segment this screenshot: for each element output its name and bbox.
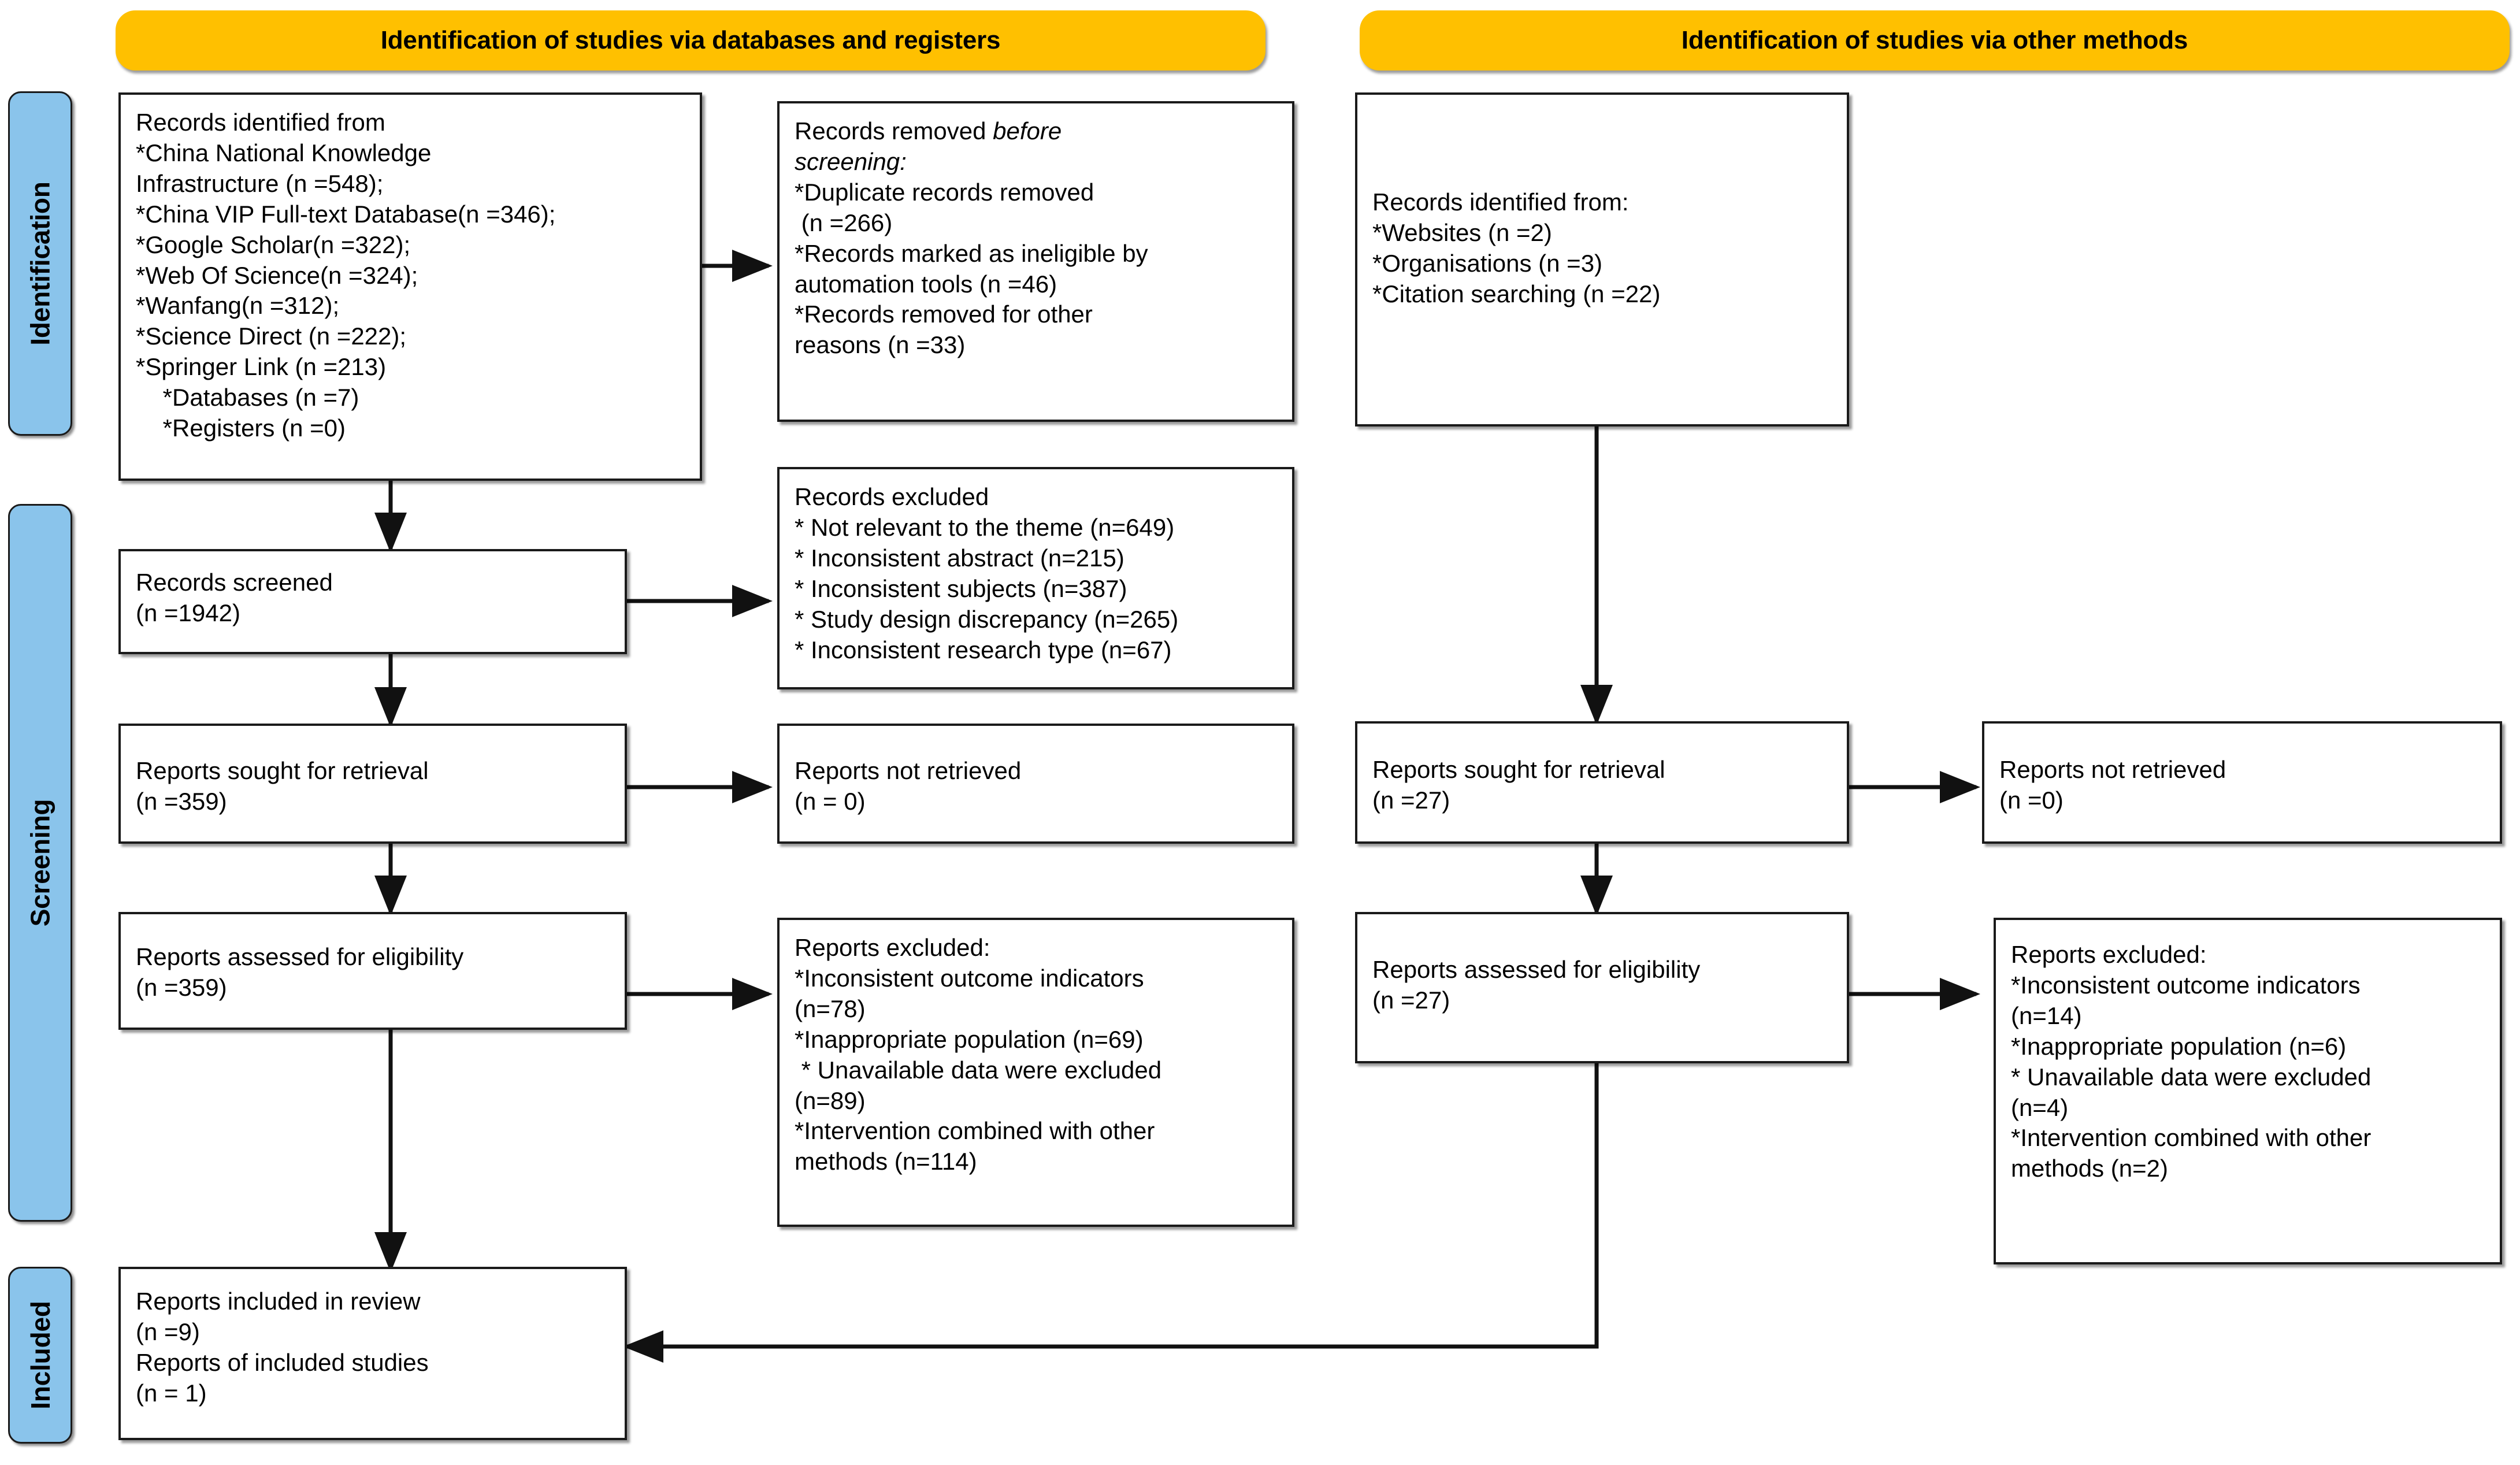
- box-line: Records removed before: [795, 116, 1281, 147]
- box-line: * Inconsistent subjects (n=387): [795, 574, 1127, 602]
- stage-label-identification-text: Identification: [25, 181, 55, 346]
- stage-label-included: Included: [8, 1267, 72, 1444]
- box-line: * Not relevant to the theme (n=649): [795, 513, 1175, 541]
- box-line: Reports not retrieved: [795, 757, 1022, 784]
- box-line: (n =9): [136, 1318, 200, 1345]
- stage-label-screening-text: Screening: [25, 799, 55, 927]
- box-line: Reports sought for retrieval: [136, 757, 429, 784]
- box-line: * Unavailable data were excluded: [2011, 1063, 2371, 1091]
- box-line: *China VIP Full-text Database(n =346);: [136, 200, 556, 228]
- box-line: Reports excluded:: [2011, 941, 2207, 968]
- box-line: * Unavailable data were excluded: [795, 1056, 1162, 1084]
- box-reports-excluded-databases: Reports excluded: *Inconsistent outcome …: [777, 918, 1294, 1227]
- box-line: (n =266): [795, 209, 893, 236]
- box-reports-not-retrieved-databases: Reports not retrieved (n = 0): [777, 724, 1294, 844]
- box-line: Reports sought for retrieval: [1372, 756, 1665, 783]
- box-line: automation tools (n =46): [795, 270, 1057, 298]
- box-line: (n=78): [795, 995, 866, 1022]
- box-reports-sought-databases: Reports sought for retrieval (n =359): [118, 724, 627, 844]
- box-line: * Inconsistent abstract (n=215): [795, 544, 1124, 572]
- box-line-text: Records removed: [795, 117, 993, 144]
- box-line: (n =1942): [136, 599, 240, 626]
- box-line: Reports not retrieved: [1999, 756, 2226, 783]
- box-records-identified-databases: Records identified from *China National …: [118, 92, 702, 481]
- stage-label-identification: Identification: [8, 91, 72, 436]
- box-records-screened: Records screened (n =1942): [118, 549, 627, 654]
- box-line: screening:: [795, 147, 907, 175]
- box-line: methods (n=2): [2011, 1155, 2168, 1182]
- box-line: (n =27): [1372, 986, 1450, 1014]
- box-line: *Web Of Science(n =324);: [136, 261, 418, 289]
- box-reports-excluded-other: Reports excluded: *Inconsistent outcome …: [1994, 918, 2502, 1264]
- stage-label-screening: Screening: [8, 504, 72, 1222]
- box-line: reasons (n =33): [795, 331, 966, 359]
- box-line: *Registers (n =0): [136, 414, 346, 442]
- box-line: Reports assessed for eligibility: [1372, 956, 1701, 983]
- box-reports-not-retrieved-other: Reports not retrieved (n =0): [1982, 721, 2502, 844]
- box-line: *Inappropriate population (n=69): [795, 1025, 1144, 1053]
- box-records-removed-before-screening: Records removed before screening: *Dupli…: [777, 101, 1294, 422]
- banner-other-label: Identification of studies via other meth…: [1681, 26, 2188, 54]
- box-line: *Citation searching (n =22): [1372, 280, 1661, 307]
- box-line: (n = 1): [136, 1379, 207, 1407]
- box-line: (n =27): [1372, 786, 1450, 814]
- box-line: *Organisations (n =3): [1372, 249, 1603, 277]
- box-line: (n = 0): [795, 787, 866, 815]
- box-line: Records identified from:: [1372, 188, 1629, 216]
- box-line: *Google Scholar(n =322);: [136, 231, 411, 258]
- box-line: (n =359): [136, 973, 227, 1001]
- box-line: *Wanfang(n =312);: [136, 292, 340, 320]
- box-line: methods (n=114): [795, 1148, 977, 1175]
- box-records-identified-other: Records identified from: *Websites (n =2…: [1355, 92, 1849, 426]
- box-reports-included-in-review: Reports included in review (n =9) Report…: [118, 1267, 627, 1440]
- box-line: *Inconsistent outcome indicators: [2011, 971, 2361, 999]
- box-line: Reports of included studies: [136, 1348, 429, 1376]
- box-line: Records screened: [136, 569, 333, 596]
- box-reports-assessed-other: Reports assessed for eligibility (n =27): [1355, 912, 1849, 1063]
- box-line: *Inconsistent outcome indicators: [795, 964, 1144, 992]
- box-line: (n =0): [1999, 786, 2063, 814]
- box-line: Reports excluded:: [795, 934, 990, 961]
- box-line: (n=89): [795, 1086, 866, 1114]
- box-line: * Inconsistent research type (n=67): [795, 636, 1172, 663]
- box-line: (n =359): [136, 787, 227, 815]
- box-line: Infrastructure (n =548);: [136, 169, 384, 197]
- box-line: Records identified from: [136, 109, 385, 136]
- box-line: Reports assessed for eligibility: [136, 943, 464, 970]
- box-reports-assessed-databases: Reports assessed for eligibility (n =359…: [118, 912, 627, 1030]
- box-line: *Inappropriate population (n=6): [2011, 1032, 2347, 1060]
- box-line: Reports included in review: [136, 1288, 421, 1315]
- box-line: *Records removed for other: [795, 301, 1093, 328]
- box-line: *Intervention combined with other: [795, 1117, 1155, 1145]
- box-line: *Records marked as ineligible by: [795, 239, 1148, 267]
- box-line: *Databases (n =7): [136, 384, 359, 411]
- box-line: *Duplicate records removed: [795, 178, 1094, 206]
- box-line: (n=14): [2011, 1002, 2082, 1029]
- box-line: * Study design discrepancy (n=265): [795, 605, 1179, 633]
- box-line: *China National Knowledge: [136, 139, 432, 166]
- box-line: (n=4): [2011, 1093, 2069, 1121]
- stage-label-included-text: Included: [25, 1301, 55, 1410]
- box-records-excluded: Records excluded * Not relevant to the t…: [777, 467, 1294, 689]
- banner-databases-registers: Identification of studies via databases …: [116, 10, 1265, 71]
- box-line: *Intervention combined with other: [2011, 1124, 2371, 1152]
- box-line: *Science Direct (n =222);: [136, 322, 407, 350]
- box-line: *Websites (n =2): [1372, 218, 1552, 246]
- box-line: Records excluded: [795, 483, 989, 510]
- banner-other-methods: Identification of studies via other meth…: [1360, 10, 2510, 71]
- box-line: *Springer Link (n =213): [136, 353, 387, 381]
- box-reports-sought-other: Reports sought for retrieval (n =27): [1355, 721, 1849, 844]
- banner-databases-label: Identification of studies via databases …: [380, 26, 1001, 54]
- box-line-emph: before: [993, 117, 1062, 144]
